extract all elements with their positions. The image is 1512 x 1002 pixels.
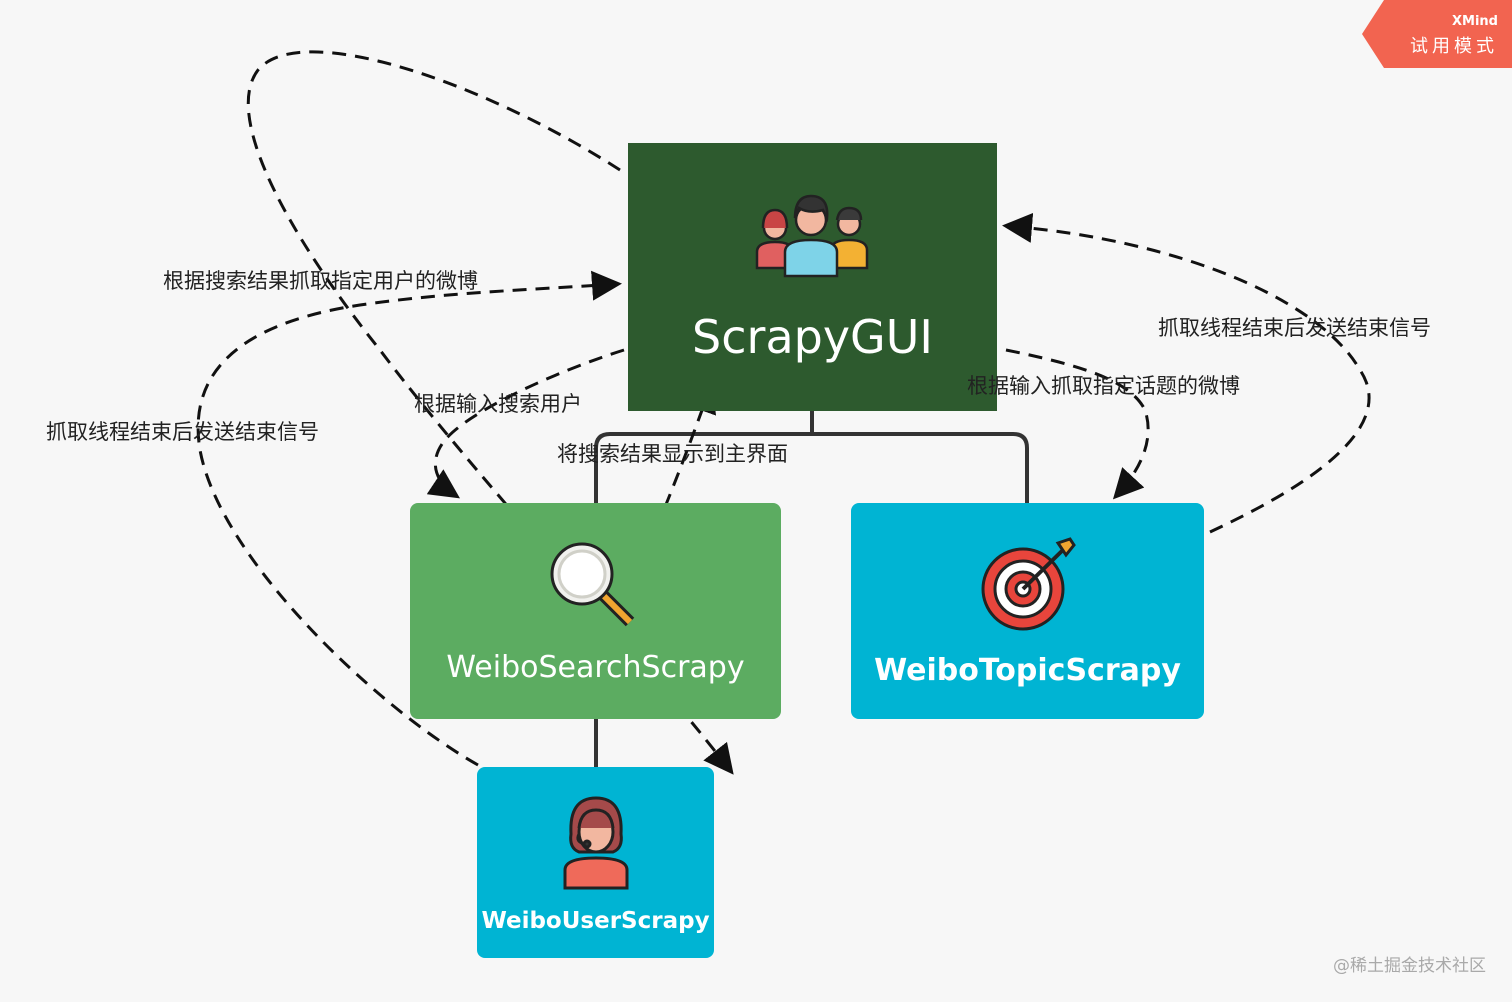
team-icon [755,194,868,278]
relationship-label-topic-done[interactable]: 抓取线程结束后发送结束信号 [1158,316,1431,340]
node-scrapygui[interactable]: ScrapyGUI [628,143,997,411]
relationship-arrow-topic-weibo [1005,348,1150,500]
relationship-arrow-topic-done [1002,213,1371,534]
target-icon [981,536,1076,630]
node-title: WeiboTopicScrapy [874,652,1181,688]
node-title: WeiboSearchScrapy [446,649,745,685]
trial-mode-badge: XMind 试用模式 [1362,0,1512,68]
user-headset-icon [563,795,628,889]
relationship-label-search-done[interactable]: 抓取线程结束后发送结束信号 [46,420,319,444]
trial-mode-label: 试用模式 [1410,36,1498,57]
tree-connectors [594,410,1029,767]
relationship-arrow-show-results [663,382,717,508]
magnifier-icon [550,542,634,626]
relationship-label-user-weibo[interactable]: 根据搜索结果抓取指定用户的微博 [163,269,478,293]
watermark: @稀土掘金技术社区 [1333,956,1486,976]
node-weibo-search-scrapy[interactable]: WeiboSearchScrapy [410,503,781,719]
relationship-label-show-results[interactable]: 将搜索结果显示到主界面 [557,442,788,466]
relationship-label-search-user[interactable]: 根据输入搜索用户 [414,392,582,416]
node-title: WeiboUserScrapy [481,907,710,934]
node-weibo-user-scrapy[interactable]: WeiboUserScrapy [477,767,714,958]
relationship-arrow-search-done [196,270,622,767]
xmind-brand-label: XMind [1452,14,1498,29]
node-weibo-topic-scrapy[interactable]: WeiboTopicScrapy [851,503,1204,719]
node-title: ScrapyGUI [692,310,933,364]
relationship-label-topic-weibo[interactable]: 根据输入抓取指定话题的微博 [967,374,1240,398]
relationship-arrow-search-user [426,348,625,499]
